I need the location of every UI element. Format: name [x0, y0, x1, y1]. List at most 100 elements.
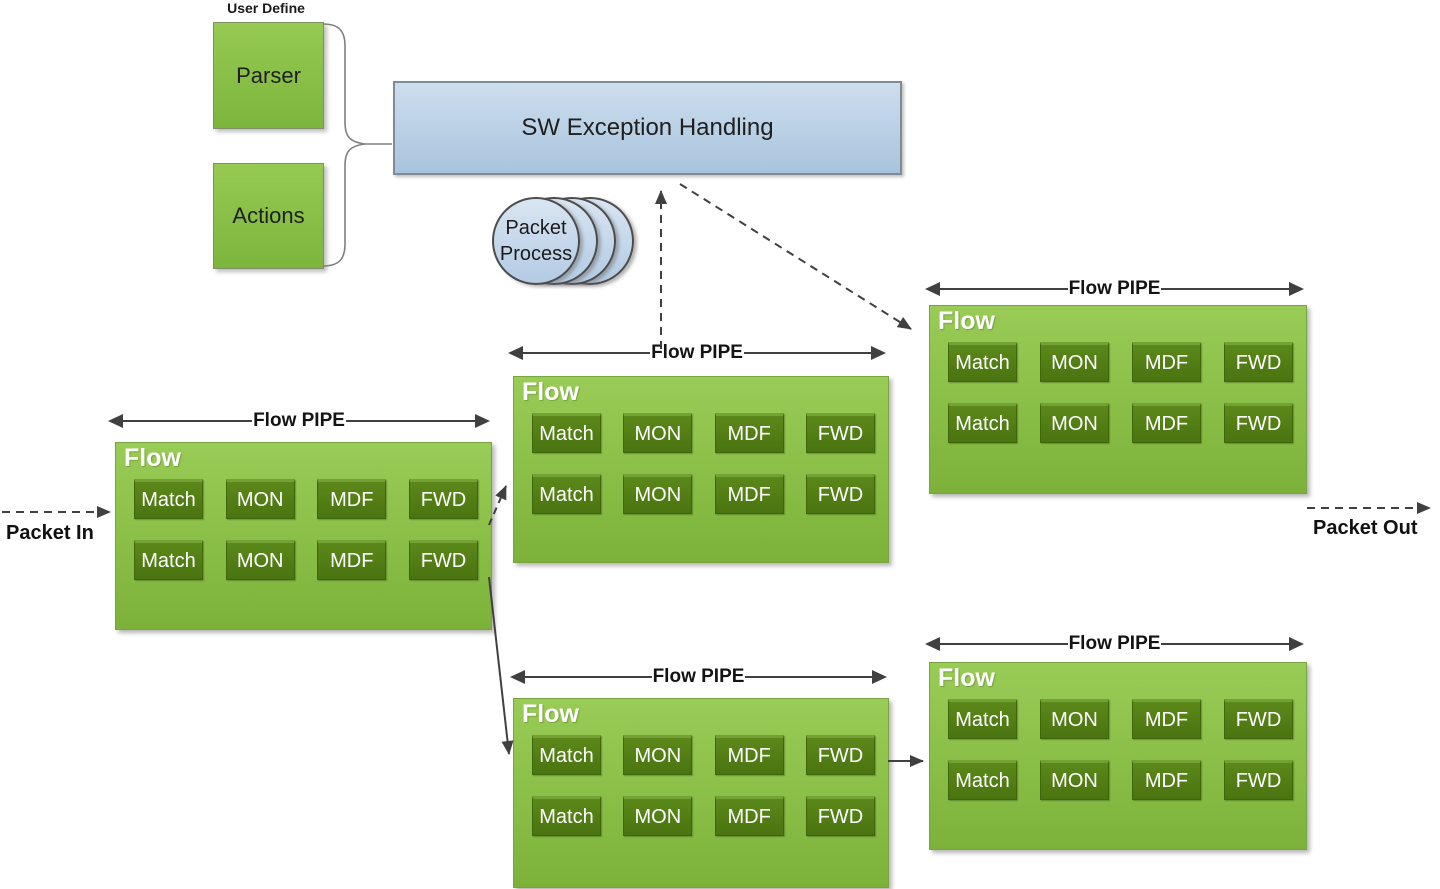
stage-cell-match: Match: [532, 735, 601, 775]
flow-box-mid-top: Flow Match MON MDF FWD Match MON MDF FWD: [513, 376, 889, 563]
arrow-line: [1161, 288, 1290, 290]
stage-cell-mon: MON: [623, 735, 693, 775]
stage-row: Match MON MDF FWD: [948, 760, 1293, 800]
arrowhead-right-icon: [475, 414, 491, 428]
arrowhead-right-icon: [1289, 637, 1305, 651]
arrowhead-left-icon: [925, 282, 940, 296]
stage-cell-mon: MON: [1040, 699, 1109, 739]
arrow-line: [1161, 643, 1290, 645]
stage-cell-fwd: FWD: [805, 474, 875, 514]
stage-row: Match MON MDF FWD: [532, 413, 875, 453]
stage-row: Match MON MDF FWD: [948, 403, 1293, 443]
stage-cell-mon: MON: [1040, 403, 1109, 443]
flow-pipe-arrow-ingress: Flow PIPE: [108, 408, 491, 434]
flow-box-mid-bottom: Flow Match MON MDF FWD Match MON MDF FWD: [513, 698, 889, 888]
stage-cell-fwd: FWD: [1224, 342, 1293, 382]
arrow-line: [523, 352, 651, 354]
user-define-label: User Define: [227, 0, 305, 16]
stage-row: Match MON MDF FWD: [532, 474, 875, 514]
arrow-line: [940, 643, 1068, 645]
exception-to-egress-pipe-arrow: [679, 183, 912, 330]
stage-cell-fwd: FWD: [408, 540, 478, 580]
packet-process-stack: Packet Process: [492, 197, 642, 291]
packet-in-label: Packet In: [6, 522, 94, 544]
stage-cell-match: Match: [948, 342, 1017, 382]
arrow-line: [940, 288, 1068, 290]
stage-row: Match MON MDF FWD: [134, 540, 478, 580]
ingress-to-bottom-pipe-arrow: [488, 576, 514, 755]
sw-exception-handling-label: SW Exception Handling: [521, 114, 774, 141]
stage-cell-mon: MON: [623, 474, 693, 514]
stage-row: Match MON MDF FWD: [532, 735, 875, 775]
stage-cell-fwd: FWD: [408, 479, 478, 519]
stage-cell-fwd: FWD: [1224, 699, 1293, 739]
stage-cell-mon: MON: [225, 540, 295, 580]
stage-cell-mon: MON: [623, 796, 693, 836]
arrowhead-right-icon: [872, 670, 888, 684]
packet-process-label-line1: Packet: [505, 217, 567, 239]
stage-cell-match: Match: [532, 413, 601, 453]
flow-box-bottom-right: Flow Match MON MDF FWD Match MON MDF FWD: [929, 662, 1307, 850]
arrowhead-left-icon: [508, 346, 523, 360]
flow-label: Flow: [522, 700, 579, 728]
arrow-line: [345, 420, 476, 422]
packet-out-label: Packet Out: [1313, 517, 1418, 539]
stage-row: Match MON MDF FWD: [532, 796, 875, 836]
arrowhead-left-icon: [108, 414, 123, 428]
flow-label: Flow: [522, 378, 579, 406]
arrow-line: [745, 676, 873, 678]
stage-cell-mdf: MDF: [714, 474, 784, 514]
stage-cell-match: Match: [948, 699, 1017, 739]
stage-cell-mdf: MDF: [1132, 403, 1201, 443]
stage-cell-fwd: FWD: [1224, 760, 1293, 800]
stage-cell-match: Match: [948, 760, 1017, 800]
stage-cell-mdf: MDF: [1132, 699, 1201, 739]
arrowhead-right-icon: [871, 346, 887, 360]
stage-cell-mdf: MDF: [1132, 760, 1201, 800]
flow-box-top-right: Flow Match MON MDF FWD Match MON MDF FWD: [929, 305, 1307, 494]
stage-cell-fwd: FWD: [805, 413, 875, 453]
stage-cell-mon: MON: [623, 413, 693, 453]
stage-cell-match: Match: [532, 796, 601, 836]
actions-box: Actions: [213, 163, 324, 269]
sw-exception-handling-box: SW Exception Handling: [393, 81, 902, 175]
flow-pipe-arrow-bottom-right: Flow PIPE: [925, 631, 1305, 657]
arrow-line: [525, 676, 652, 678]
stage-row: Match MON MDF FWD: [948, 699, 1293, 739]
flow-pipe-label: Flow PIPE: [651, 342, 743, 363]
stage-cell-mdf: MDF: [1132, 342, 1201, 382]
actions-label: Actions: [232, 203, 305, 228]
arrow-line: [123, 420, 253, 422]
arrowhead-left-icon: [510, 670, 525, 684]
stage-cell-fwd: FWD: [805, 796, 875, 836]
packet-process-ellipse: Packet Process: [492, 197, 580, 285]
stage-cell-mon: MON: [225, 479, 295, 519]
flow-label: Flow: [124, 444, 181, 472]
stage-cell-mdf: MDF: [714, 735, 784, 775]
brace: [322, 23, 392, 267]
flow-box-ingress: Flow Match MON MDF FWD Match MON MDF FWD: [115, 442, 492, 630]
stage-cell-fwd: FWD: [1224, 403, 1293, 443]
stage-row: Match MON MDF FWD: [948, 342, 1293, 382]
stage-cell-mon: MON: [1040, 342, 1109, 382]
flow-label: Flow: [938, 307, 995, 335]
arrowhead-left-icon: [925, 637, 940, 651]
parser-label: Parser: [236, 62, 301, 88]
flow-pipe-label: Flow PIPE: [652, 666, 745, 687]
arrowhead-right-icon: [1289, 282, 1305, 296]
stage-cell-match: Match: [948, 403, 1017, 443]
arrow-line: [743, 352, 872, 354]
flow-pipe-arrow-mid-bottom: Flow PIPE: [510, 664, 888, 690]
stage-cell-match: Match: [134, 479, 203, 519]
flow-pipe-arrow-mid-top: Flow PIPE: [508, 340, 887, 366]
stage-cell-match: Match: [532, 474, 601, 514]
stage-cell-fwd: FWD: [805, 735, 875, 775]
stage-cell-mon: MON: [1040, 760, 1109, 800]
packet-process-label-line2: Process: [499, 243, 573, 265]
flow-pipe-label: Flow PIPE: [1068, 278, 1161, 299]
flow-pipe-label: Flow PIPE: [253, 410, 345, 431]
flow-pipe-arrow-top-right: Flow PIPE: [925, 276, 1305, 302]
stage-row: Match MON MDF FWD: [134, 479, 478, 519]
stage-cell-mdf: MDF: [317, 540, 387, 580]
stage-cell-mdf: MDF: [317, 479, 387, 519]
